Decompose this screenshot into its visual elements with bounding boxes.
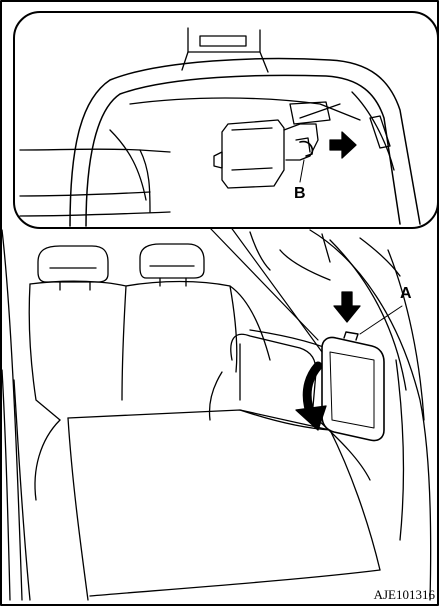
cargo-scene <box>2 230 431 600</box>
figure-code: AJE101316 <box>374 587 435 603</box>
callout-label-b: B <box>294 186 306 202</box>
zoom-detail-panel <box>14 12 438 228</box>
callout-label-a: A <box>400 286 412 302</box>
